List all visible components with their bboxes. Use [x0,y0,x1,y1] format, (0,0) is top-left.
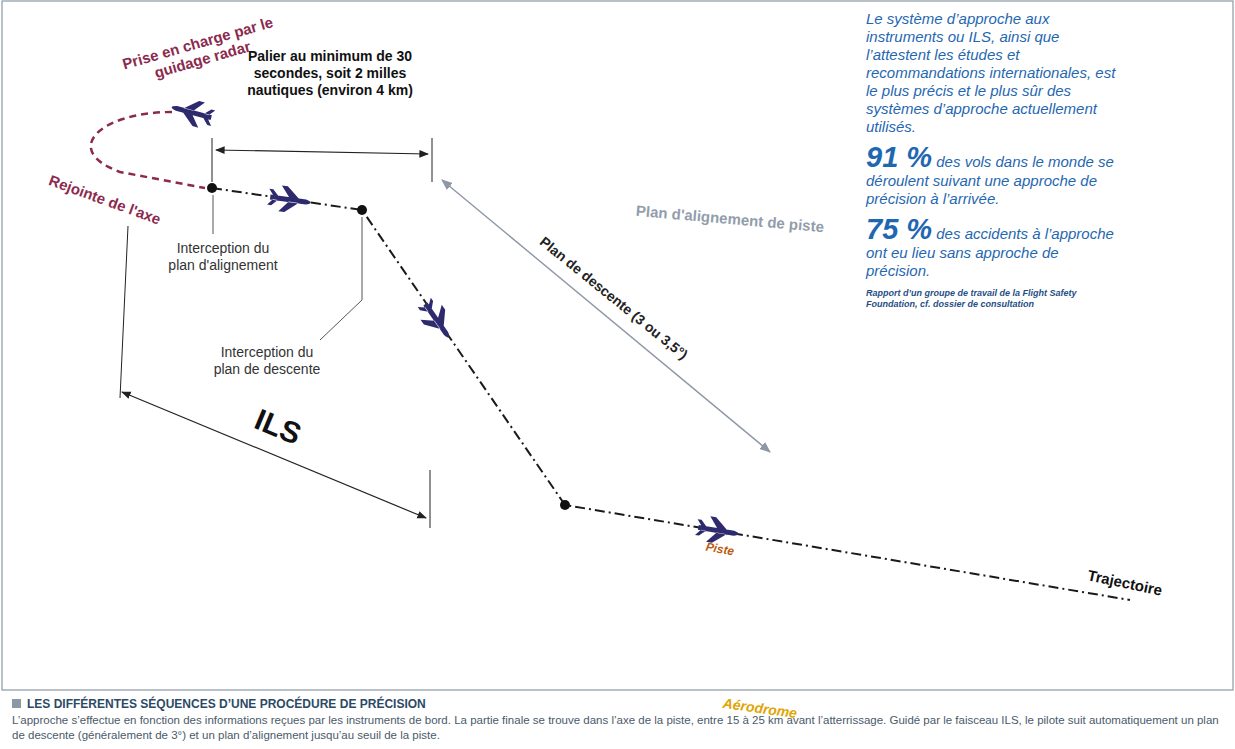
dim-tick [212,138,213,182]
dim-tick [120,226,128,398]
leader-line [320,217,362,340]
callout-label: Interception du plan d'alignement [168,240,278,274]
dim-arrow [122,392,426,518]
point [560,500,570,510]
trajectory-label: Trajectoire [1069,563,1180,602]
aerodrome-area: AérodromePiste [400,468,1110,748]
descent-label: Plan de descente (3 ou 3,5°) [508,210,720,386]
dimension-label: ILS [235,396,322,458]
stat-block: 75 % des accidents à l’approche ont eu l… [866,214,1121,280]
runway-label: Piste [689,537,751,561]
alignment-plane-label: Plan d'alignement de piste [610,200,851,238]
radar-path [91,112,205,188]
point [357,205,367,215]
dim-tick [432,138,433,182]
frame [2,1,1233,690]
trajectory-line [212,188,1130,600]
info-paragraph: Le système d’approche aux instruments ou… [866,10,1121,136]
level-label: Palier au minimum de 30 secondes, soit 2… [230,48,430,99]
source-note: Rapport d’un groupe de travail de la Fli… [866,288,1116,310]
stat-block: 91 % des vols dans le monde se déroulent… [866,142,1121,208]
callout-label: Interception du plan de descente [212,344,322,378]
stat-number: 91 % [866,141,932,173]
runway-outline [540,490,880,580]
leader-line [213,195,214,234]
runway: Piste [540,490,880,580]
caption-text: L’approche s’effectue en fonction des in… [12,713,1222,743]
airplane [168,95,216,131]
dim-arrow [216,150,428,154]
info-column: Le système d’approche aux instruments ou… [866,10,1121,310]
airplane [414,295,460,345]
stat-number: 75 % [866,213,932,245]
caption-marker [12,699,21,708]
airplane [266,184,312,216]
caption-title: LES DIFFÉRENTES SÉQUENCES D’UNE PROCÉDUR… [27,697,426,711]
dim-tick [430,470,431,528]
point [207,183,217,193]
